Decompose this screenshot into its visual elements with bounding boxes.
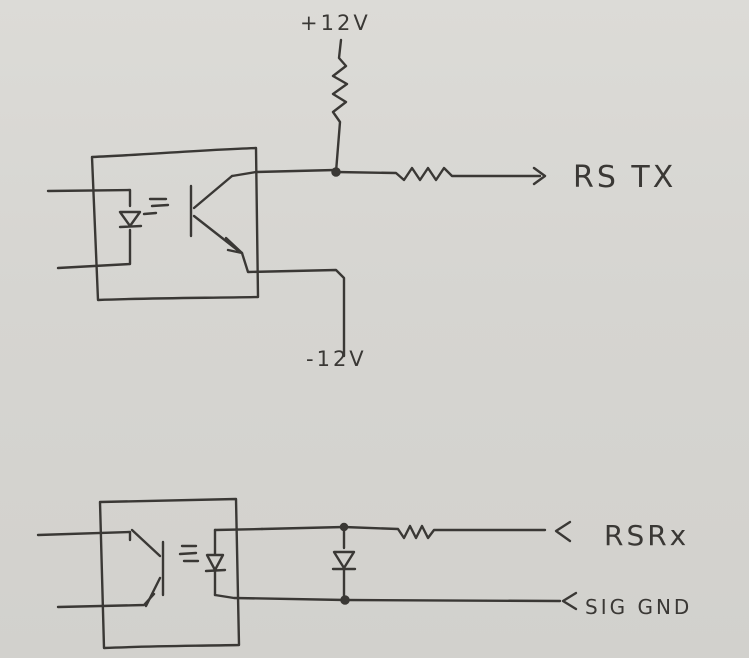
rx-transistor-lead-bottom — [56, 592, 156, 609]
rx-led-symbol — [204, 528, 227, 597]
tx-led-lead-top — [46, 188, 132, 208]
rs-tx-label: RS TX — [573, 160, 676, 195]
pullup-resistor — [331, 38, 349, 174]
rx-optocoupler — [36, 497, 347, 650]
rx-light-emission — [178, 544, 200, 563]
rx-transistor-lead-left — [36, 530, 132, 542]
minus-12v-label: -12V — [306, 347, 367, 371]
plus-12v-label: +12V — [300, 11, 371, 35]
tx-series-resistor — [334, 166, 547, 186]
rx-top-junction-dot — [339, 522, 349, 532]
rs-rx-label: RSRx — [604, 519, 689, 552]
tx-emitter-wire — [240, 251, 346, 358]
tx-collector-wire — [230, 168, 337, 178]
sig-gnd-label: SIG GND — [585, 595, 692, 619]
tx-optocoupler — [46, 146, 346, 358]
tx-led-lead-bottom — [56, 228, 132, 270]
rx-phototransistor — [130, 528, 165, 608]
rx-led-wire-top — [213, 527, 264, 532]
rx-opto-package — [98, 497, 241, 650]
rx-signal-line — [260, 520, 572, 543]
rx-led-wire-bottom — [213, 593, 347, 602]
tx-opto-package — [90, 146, 260, 302]
sig-gnd-line — [343, 591, 578, 611]
rx-protection-diode — [331, 525, 357, 602]
tx-light-emission — [142, 197, 170, 216]
tx-led-symbol — [118, 210, 143, 229]
tx-phototransistor — [189, 174, 244, 255]
